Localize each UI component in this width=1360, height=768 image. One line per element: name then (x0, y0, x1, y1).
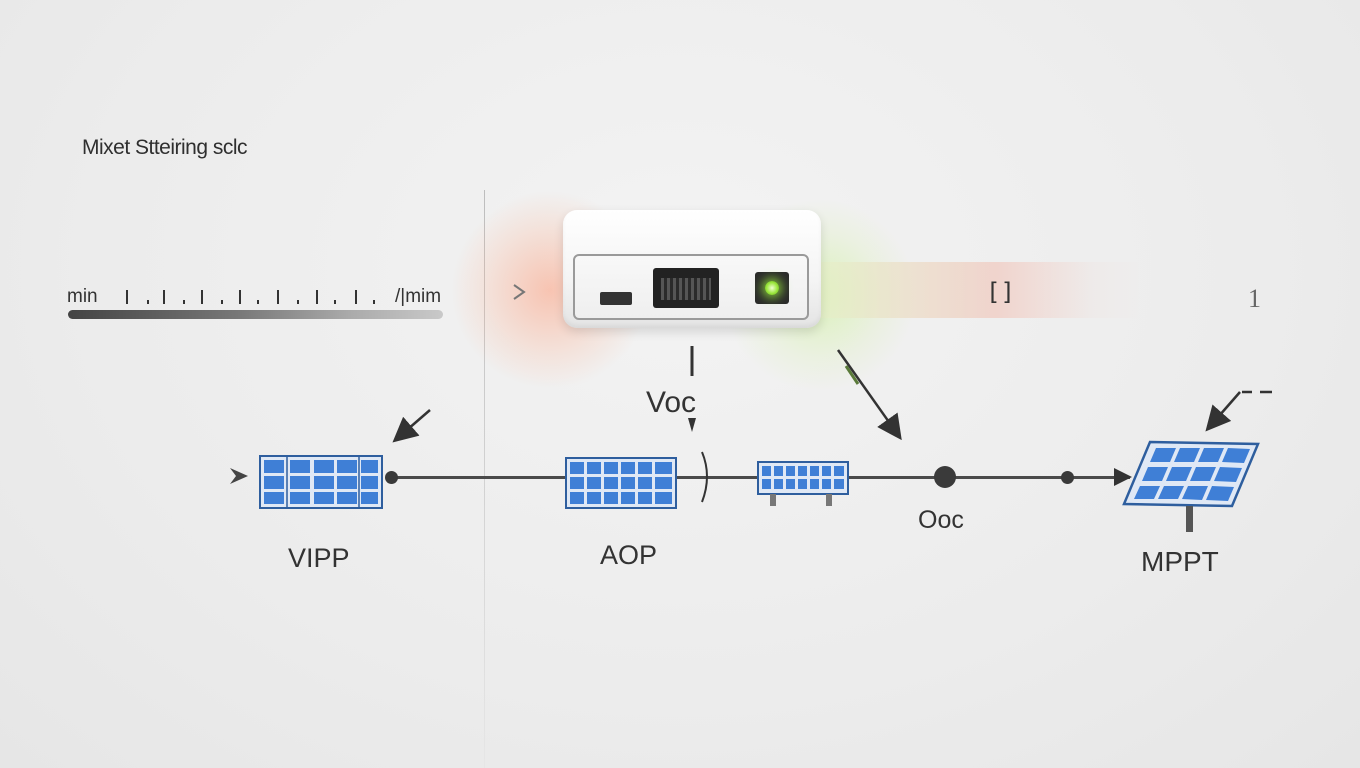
node-label: Ooc (918, 506, 964, 534)
arrow-right-small-icon (230, 468, 248, 484)
diagram-title: Mixet Stteiring sclc (82, 136, 248, 159)
vertical-divider (484, 190, 485, 768)
wire-node-left (385, 471, 398, 484)
scale-min-label: min (67, 286, 98, 307)
network-router-icon (563, 210, 821, 328)
voc-label: Voc (646, 386, 697, 419)
bracket-icon (701, 451, 708, 503)
device-front-panel (573, 254, 809, 320)
usb-port-icon (600, 292, 632, 305)
wire-node-right (1061, 471, 1074, 484)
solar-panel-icon (1122, 440, 1260, 532)
middle-panel-label: AOP (600, 540, 658, 570)
arrow-to-mppt-icon (1205, 391, 1241, 432)
wire-node-large (934, 466, 956, 488)
arrow-down-icon (688, 418, 696, 432)
chevron-right-icon (513, 284, 526, 300)
status-led-housing (755, 272, 789, 304)
solar-panel-icon (757, 461, 849, 506)
signal-band (820, 262, 1140, 318)
diagonal-arrow-icon (836, 349, 902, 441)
ethernet-port-icon (653, 268, 719, 308)
right-number: 1 (1248, 284, 1261, 313)
left-panel-label: VIPP (288, 543, 350, 573)
solar-panel-icon (259, 455, 383, 509)
scale-gradient-bar (68, 310, 443, 319)
green-led-icon (765, 281, 779, 295)
scale-ticks (126, 290, 375, 304)
solar-panel-icon (565, 457, 677, 509)
band-glyph: [] (986, 278, 1015, 306)
mppt-label: MPPT (1141, 546, 1219, 577)
wire-arrowhead-icon (1114, 468, 1132, 486)
scale-max-label: /|mim (395, 286, 442, 307)
arrow-to-panel-icon (392, 409, 431, 443)
